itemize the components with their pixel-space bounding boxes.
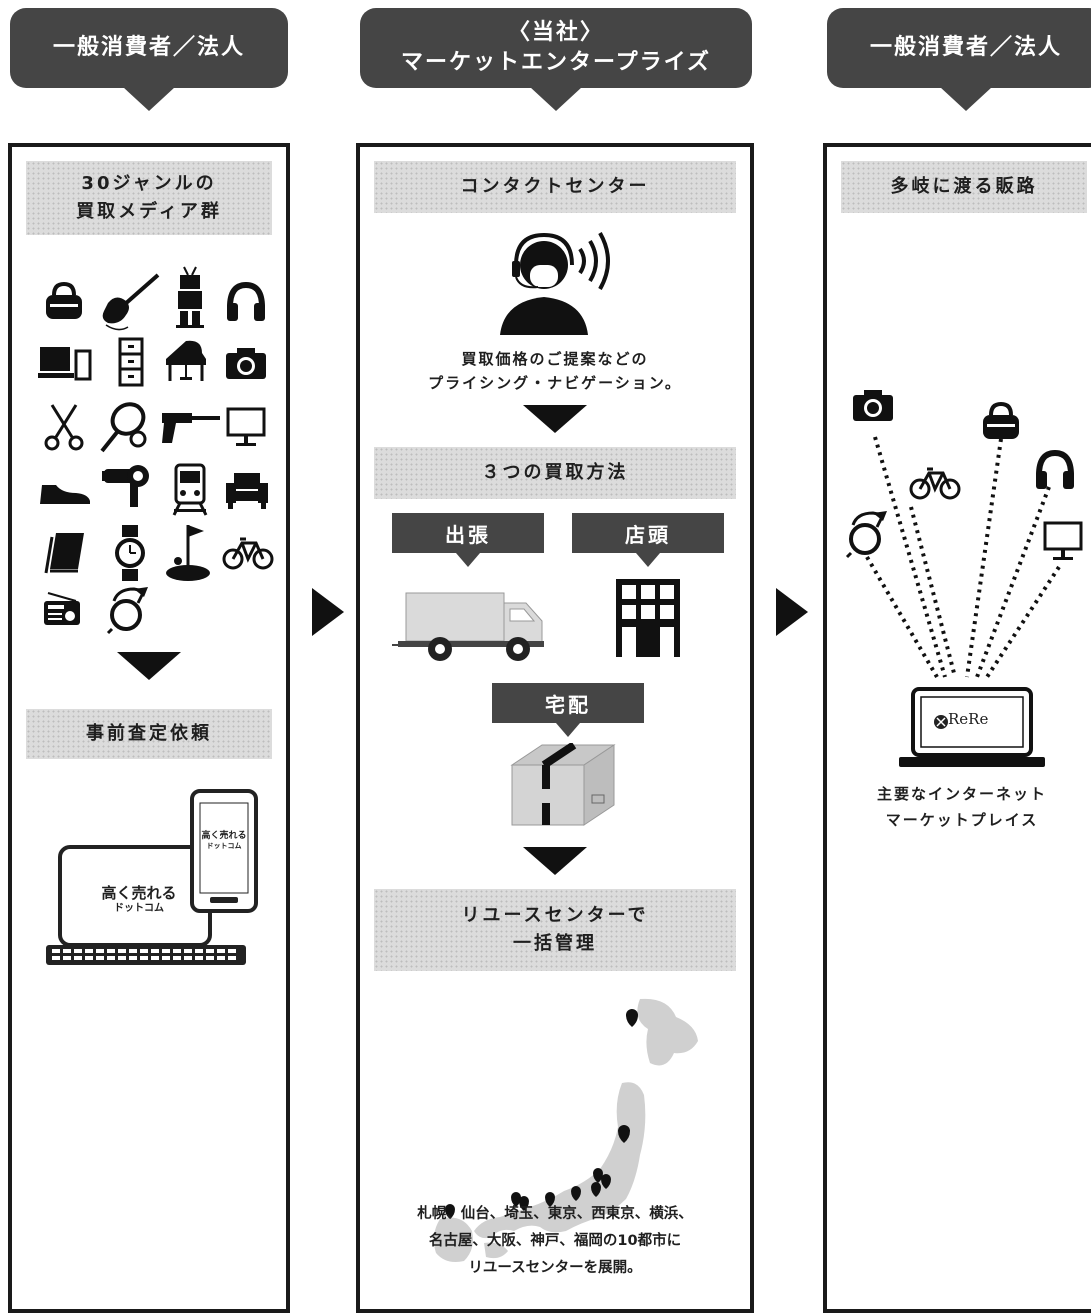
camera-icon <box>226 348 266 379</box>
marketplace-logo: ReRe <box>948 710 989 728</box>
section-header-line1: 30ジャンルの <box>81 173 217 194</box>
horn-icon <box>845 511 887 559</box>
bicycle-icon <box>909 467 961 500</box>
section-header-sales-channels: 多岐に渡る販路 <box>841 161 1087 213</box>
down-arrow-icon <box>523 405 587 433</box>
contact-description-line1: 買取価格のご提案などの <box>461 350 649 368</box>
radio-icon <box>44 592 80 625</box>
reuse-center-description-line3: リユースセンターを展開。 <box>468 1260 642 1276</box>
column-consumers-right: 多岐に渡る販路 ReRe 主要なインターネット マーケットプレイス <box>823 143 1091 1313</box>
cardboard-box-icon <box>510 743 616 826</box>
marketplace-description-line1: 主要なインターネット <box>876 785 1047 803</box>
japan-map-icon <box>433 998 698 1262</box>
tag-text: 出張 <box>445 522 491 547</box>
marketplace-description: 主要なインターネット マーケットプレイス <box>827 781 1091 833</box>
computer-icon <box>38 347 92 381</box>
hair-dryer-icon <box>102 465 149 507</box>
section-header-request: 事前査定依頼 <box>26 709 272 759</box>
electric-guitar-icon <box>102 273 160 331</box>
tennis-racket-icon <box>100 402 147 453</box>
logo-sub-text: ドットコム <box>114 903 164 914</box>
bicycle-icon <box>222 537 274 570</box>
filing-cabinet-icon <box>118 337 144 387</box>
laptop-marketplace-icon <box>899 687 1045 767</box>
column-company: コンタクトセンター 買取価格のご提案などの プライシング・ナビゲーション。 ３つ… <box>356 143 754 1313</box>
reuse-center-description-line2: 名古屋、大阪、神戸、福岡の10都市に <box>428 1233 682 1249</box>
section-header-reuse-center: リユースセンターで 一括管理 <box>374 889 736 971</box>
grand-piano-icon <box>166 340 206 381</box>
logo-text: 高く売れる <box>101 884 177 902</box>
header-bubble-text: 一般消費者／法人 <box>869 35 1062 60</box>
header-bubble-text-line1: 〈当社〉 <box>507 20 604 45</box>
handbag-icon <box>46 281 82 319</box>
golf-flag-icon <box>166 525 210 581</box>
laptop-screen-logo: 高く売れる ドットコム <box>74 885 204 917</box>
section-header-text: 事前査定依頼 <box>86 723 212 744</box>
flow-arrow-right-icon <box>312 588 344 636</box>
laptop-smartphone-icon <box>46 789 258 965</box>
robot-toy-icon <box>176 266 204 328</box>
logo-sub-text: ドットコム <box>206 842 242 850</box>
section-header-contact-center: コンタクトセンター <box>374 161 736 213</box>
tag-text: 店頭 <box>625 522 671 547</box>
truck-icon <box>392 592 544 661</box>
wristwatch-icon <box>115 525 145 581</box>
headphones-icon <box>227 281 265 321</box>
reuse-center-description-line1: 札幌、仙台、埼玉、東京、西東京、横浜、 <box>417 1206 693 1222</box>
column-consumers-left: 30ジャンルの 買取メディア群 事前査定依頼 <box>8 143 290 1313</box>
headphones-icon <box>1036 449 1074 489</box>
section-header-text: コンタクトセンター <box>460 176 650 197</box>
down-arrow-icon <box>523 847 587 875</box>
phone-screen-logo: 高く売れる ドットコム <box>200 831 248 851</box>
tag-store-purchase: 店頭 <box>572 513 724 567</box>
contact-description-line2: プライシング・ナビゲーション。 <box>428 374 682 392</box>
down-arrow-icon <box>117 652 181 680</box>
contact-description: 買取価格のご提案などの プライシング・ナビゲーション。 <box>380 347 730 395</box>
logo-text: 高く売れる <box>201 831 247 841</box>
sneaker-icon <box>40 485 90 504</box>
header-bubble-consumers-left: 一般消費者／法人 <box>10 8 288 111</box>
tag-on-site-purchase: 出張 <box>392 513 544 567</box>
store-building-icon <box>616 579 680 657</box>
monitor-icon <box>1043 521 1083 560</box>
scissors-icon <box>44 404 84 451</box>
header-bubble-text-line2: マーケットエンタープライズ <box>400 50 712 75</box>
section-header-text: 多岐に渡る販路 <box>890 176 1038 197</box>
camera-icon <box>853 390 893 421</box>
section-header-purchase-methods: ３つの買取方法 <box>374 447 736 499</box>
tag-delivery-purchase: 宅配 <box>492 683 644 737</box>
header-bubble-text: 一般消費者／法人 <box>52 35 245 60</box>
monitor-icon <box>226 407 266 446</box>
section-header-line2: 買取メディア群 <box>76 201 222 222</box>
armchair-icon <box>226 473 268 509</box>
flow-arrow-right-icon <box>776 588 808 636</box>
call-center-operator-icon <box>500 232 610 335</box>
train-icon <box>172 463 208 516</box>
header-bubble-company: 〈当社〉 マーケットエンタープライズ <box>360 8 752 111</box>
tag-text: 宅配 <box>545 692 591 717</box>
section-header-media: 30ジャンルの 買取メディア群 <box>26 161 272 235</box>
marketplace-description-line2: マーケットプレイス <box>885 811 1039 829</box>
section-header-line1: リユースセンターで <box>461 905 649 926</box>
toy-gun-icon <box>162 413 220 443</box>
reuse-center-description: 札幌、仙台、埼玉、東京、西東京、横浜、 名古屋、大阪、神戸、福岡の10都市に リ… <box>370 1201 740 1282</box>
section-header-line2: 一括管理 <box>513 933 597 954</box>
section-header-text: ３つの買取方法 <box>481 462 629 483</box>
sales-channel-connector-lines <box>865 436 1061 679</box>
horn-icon <box>106 587 148 635</box>
handbag-icon <box>983 401 1019 439</box>
header-bubble-consumers-right: 一般消費者／法人 <box>827 8 1091 111</box>
book-icon <box>44 533 84 574</box>
